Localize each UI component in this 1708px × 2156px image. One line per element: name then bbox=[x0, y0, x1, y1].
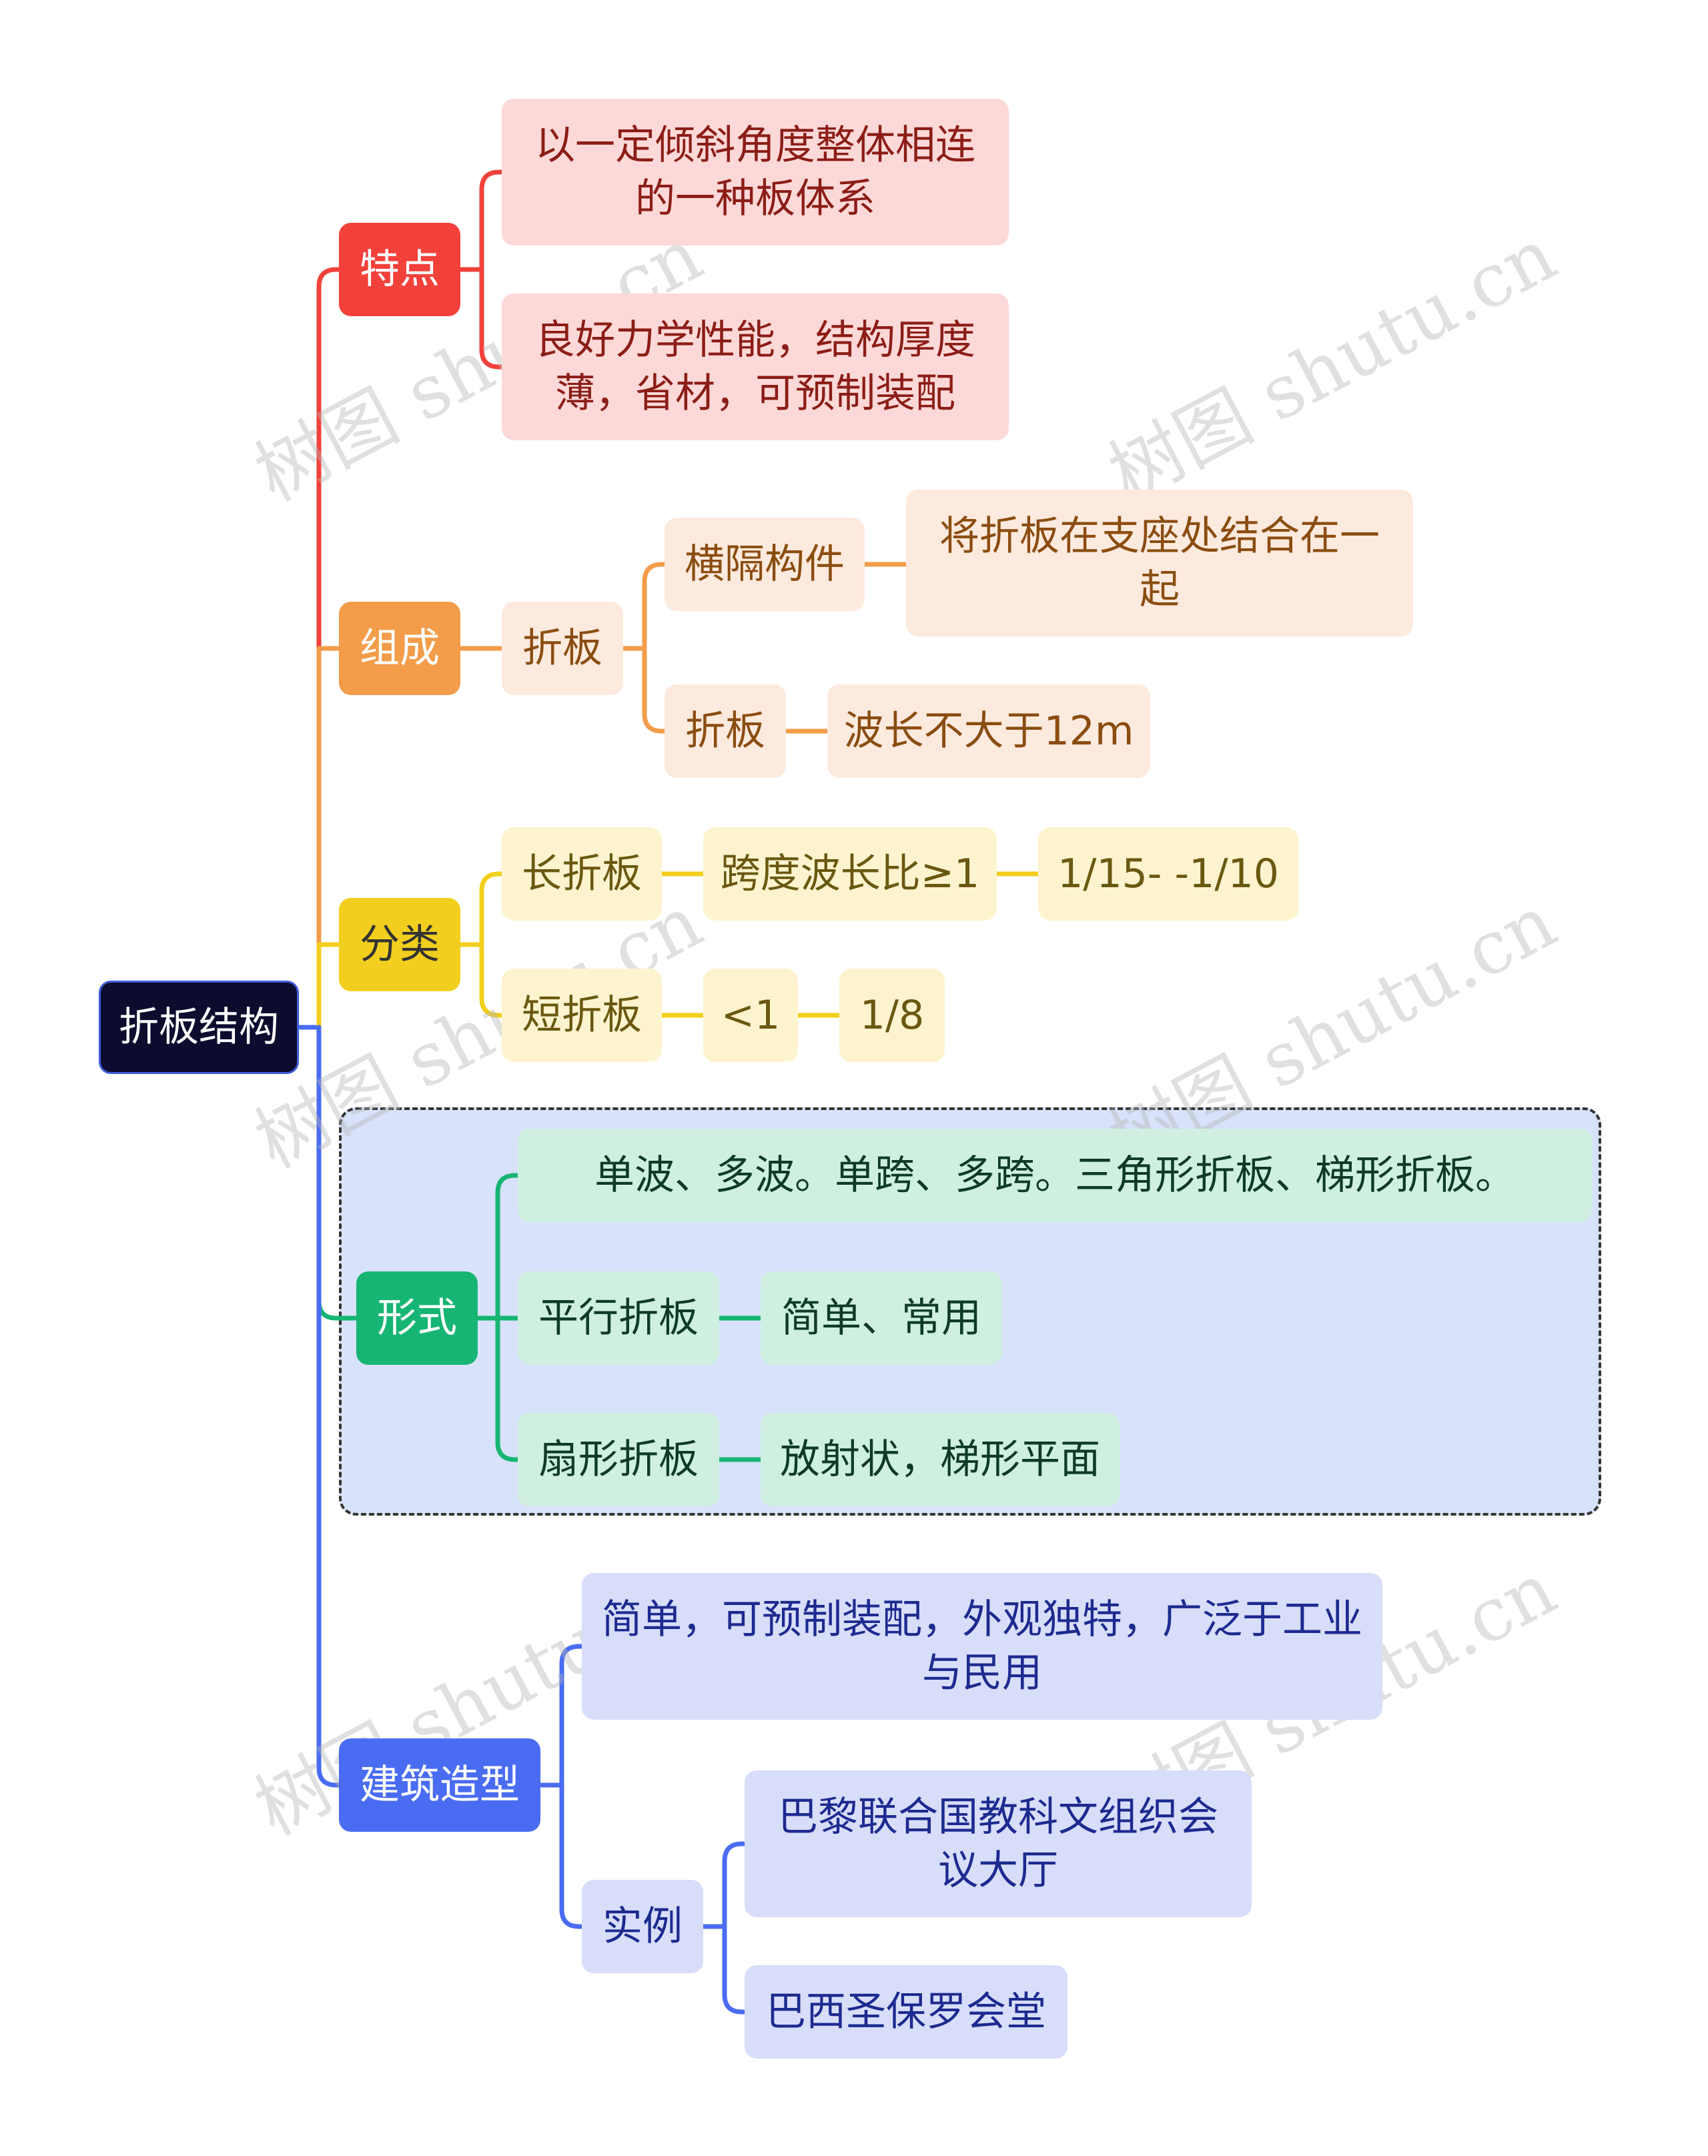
classification-short-value[interactable]: 1/8 bbox=[839, 969, 945, 1062]
architecture-summary[interactable]: 简单，可预制装配，外观独特，广泛于工业 与民用 bbox=[582, 1573, 1382, 1720]
connector-example-2 bbox=[701, 1924, 747, 2015]
connector-features-2 bbox=[458, 267, 504, 370]
architecture-example-1[interactable]: 巴黎联合国教科文组织会 议大厅 bbox=[745, 1770, 1252, 1917]
composition-sub-node[interactable]: 折板 bbox=[502, 602, 623, 695]
architecture-examples[interactable]: 实例 bbox=[582, 1880, 703, 1973]
classification-long-value[interactable]: 1/15- -1/10 bbox=[1038, 827, 1298, 921]
classification-long[interactable]: 长折板 bbox=[502, 827, 662, 921]
feature-item-2[interactable]: 良好力学性能，结构厚度 薄，省材，可预制装配 bbox=[502, 294, 1009, 440]
branch-form[interactable]: 形式 bbox=[356, 1271, 478, 1365]
architecture-example-2[interactable]: 巴西圣保罗会堂 bbox=[745, 1965, 1068, 2059]
trunk-architecture bbox=[316, 1025, 342, 1788]
connector-features-1 bbox=[458, 169, 504, 272]
composition-member-1-detail[interactable]: 将折板在支座处结合在一 起 bbox=[906, 490, 1413, 636]
trunk-composition bbox=[316, 646, 342, 1030]
classification-short[interactable]: 短折板 bbox=[502, 969, 662, 1062]
connector-form-fan bbox=[475, 1315, 520, 1462]
branch-features[interactable]: 特点 bbox=[339, 223, 460, 316]
connector-composition-member-2 bbox=[620, 646, 667, 734]
composition-member-2-detail[interactable]: 波长不大于12m bbox=[827, 684, 1150, 778]
form-parallel[interactable]: 平行折板 bbox=[518, 1271, 719, 1365]
connector-classification-long bbox=[458, 871, 504, 947]
classification-short-ratio[interactable]: <1 bbox=[703, 969, 798, 1062]
composition-member-2[interactable]: 折板 bbox=[665, 684, 786, 778]
form-fan-detail[interactable]: 放射状，梯形平面 bbox=[761, 1413, 1120, 1506]
form-fan[interactable]: 扇形折板 bbox=[518, 1413, 719, 1506]
connector-example-1 bbox=[701, 1841, 747, 1929]
branch-classification[interactable]: 分类 bbox=[339, 898, 460, 991]
composition-member-1[interactable]: 横隔构件 bbox=[665, 518, 865, 611]
branch-architecture[interactable]: 建筑造型 bbox=[339, 1738, 540, 1832]
connector-architecture-summary bbox=[538, 1644, 584, 1788]
classification-long-ratio[interactable]: 跨度波长比≥1 bbox=[703, 827, 997, 921]
connector-form-summary bbox=[475, 1173, 520, 1321]
form-parallel-detail[interactable]: 简单、常用 bbox=[761, 1271, 1002, 1365]
connector-classification-short bbox=[458, 942, 504, 1018]
connector-composition-member-1 bbox=[620, 562, 667, 651]
root-node[interactable]: 折板结构 bbox=[99, 981, 299, 1074]
branch-composition[interactable]: 组成 bbox=[339, 602, 460, 695]
form-summary[interactable]: 单波、多波。单跨、多跨。三角形折板、梯形折板。 bbox=[518, 1129, 1592, 1222]
trunk-classification bbox=[316, 942, 342, 1030]
connector-architecture-examples bbox=[538, 1782, 584, 1929]
trunk-features bbox=[316, 267, 342, 1030]
feature-item-1[interactable]: 以一定倾斜角度整体相连 的一种板体系 bbox=[502, 99, 1009, 245]
